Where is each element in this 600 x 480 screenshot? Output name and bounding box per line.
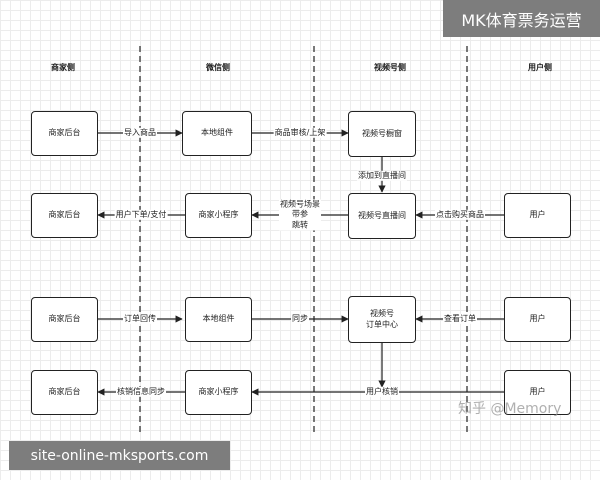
lane-title-merchant: 商家侧 bbox=[51, 63, 75, 72]
node-channels-showcase: 视频号橱窗 bbox=[348, 111, 416, 157]
node-user: 用户 bbox=[504, 297, 571, 342]
node-merchant-backend: 商家后台 bbox=[31, 193, 98, 238]
edge-label-user-verify: 用户核销 bbox=[365, 386, 399, 398]
node-merchant-miniprogram: 商家小程序 bbox=[185, 370, 252, 415]
edge-label-verify-sync: 核销信息同步 bbox=[116, 386, 166, 398]
edge-label-add-to-live: 添加到直播间 bbox=[357, 170, 407, 182]
edge-label-user-order-pay: 用户下单/支付 bbox=[114, 209, 168, 221]
edge-label-order-callback: 订单回传 bbox=[123, 313, 157, 325]
node-local-component: 本地组件 bbox=[185, 297, 252, 342]
footer-url-badge: site-online-mksports.com bbox=[9, 441, 230, 470]
node-channels-order-center: 视频号 订单中心 bbox=[348, 296, 416, 343]
edge-label-sync: 同步 bbox=[291, 313, 309, 325]
node-merchant-backend: 商家后台 bbox=[31, 297, 98, 342]
node-local-component: 本地组件 bbox=[182, 111, 252, 156]
node-merchant-backend: 商家后台 bbox=[31, 111, 98, 156]
zhihu-watermark: 知乎 @Memory bbox=[458, 401, 562, 417]
lane-title-wechat: 微信侧 bbox=[206, 63, 230, 72]
lane-title-channels: 视频号侧 bbox=[374, 63, 406, 72]
node-user: 用户 bbox=[504, 193, 571, 238]
edge-label-scene-jump: 视频号场景 带参 跳转 bbox=[279, 199, 321, 231]
node-user: 用户 bbox=[504, 370, 571, 415]
node-merchant-backend: 商家后台 bbox=[31, 370, 98, 415]
node-merchant-miniprogram: 商家小程序 bbox=[185, 193, 252, 238]
edge-label-click-buy: 点击购买商品 bbox=[435, 209, 485, 221]
node-channels-live-room: 视频号直播间 bbox=[348, 193, 416, 239]
edge-label-review-list: 商品审核/上架 bbox=[273, 127, 327, 139]
edge-label-view-order: 查看订单 bbox=[443, 313, 477, 325]
lane-title-user: 用户侧 bbox=[528, 63, 552, 72]
edge-label-import-goods: 导入商品 bbox=[123, 127, 157, 139]
header-badge: MK体育票务运营 bbox=[443, 0, 600, 37]
